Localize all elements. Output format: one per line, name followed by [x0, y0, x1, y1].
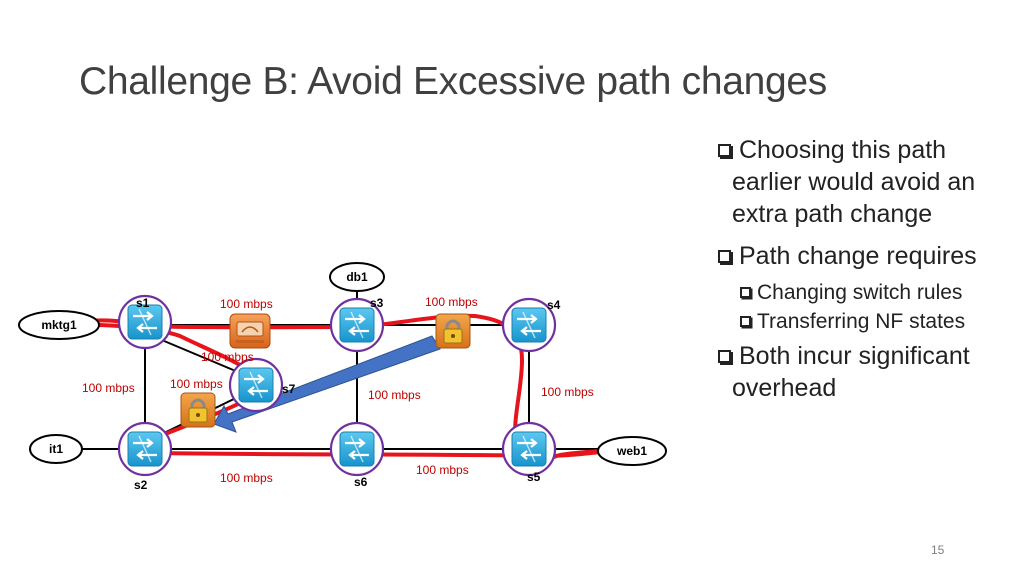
lock-nf-icon: [180, 392, 216, 428]
link-s1-s7: [156, 337, 239, 373]
slide-title: Challenge B: Avoid Excessive path change…: [79, 60, 827, 103]
sub-bullet-item: Transferring NF states: [700, 307, 1020, 336]
host-web1: web1: [597, 436, 667, 466]
bullet-list: Choosing this path earlier would avoid a…: [700, 134, 1020, 414]
link-label-s4-s5: 100 mbps: [541, 385, 594, 399]
svg-text:db1: db1: [346, 270, 368, 284]
bullet-item: Path change requires: [700, 240, 1020, 272]
bullet-item: Both incur significant overhead: [700, 340, 1020, 404]
svg-text:mktg1: mktg1: [41, 318, 77, 332]
checkbox-bullet-icon: [718, 250, 731, 263]
switch-label-s6: s6: [354, 475, 368, 489]
link-label-s6-s5: 100 mbps: [416, 463, 469, 477]
host-it1: it1: [29, 434, 83, 464]
firewall-icon: [229, 313, 271, 349]
link-label-s2-s6: 100 mbps: [220, 471, 273, 485]
switch-s6: [329, 421, 385, 477]
checkbox-bullet-icon: [740, 287, 751, 298]
checkbox-bullet-icon: [718, 350, 731, 363]
link-label-s3-s4: 100 mbps: [425, 295, 478, 309]
switch-s5: [501, 421, 557, 477]
svg-text:it1: it1: [49, 442, 63, 456]
bullet-item: Choosing this path earlier would avoid a…: [700, 134, 1020, 230]
switch-label-s7: s7: [282, 382, 296, 396]
link-label-s1-s3: 100 mbps: [220, 297, 273, 311]
lock-nf-icon: [435, 313, 471, 349]
switch-label-s3: s3: [370, 296, 384, 310]
switch-label-s4: s4: [547, 298, 561, 312]
path-change-arrow: [213, 335, 441, 433]
switch-s1: [117, 294, 173, 350]
link-label-s1-s7: 100 mbps: [201, 350, 254, 364]
checkbox-bullet-icon: [740, 316, 751, 327]
switch-label-s2: s2: [134, 478, 148, 492]
link-label-s1-s2: 100 mbps: [82, 381, 135, 395]
host-db1: db1: [329, 262, 385, 292]
switch-s7: [228, 357, 284, 413]
checkbox-bullet-icon: [718, 144, 731, 157]
link-label-s3-s6: 100 mbps: [368, 388, 421, 402]
sub-bullet-item: Changing switch rules: [700, 278, 1020, 307]
switch-s3: [329, 297, 385, 353]
host-mktg1: mktg1: [18, 310, 100, 340]
switch-label-s1: s1: [136, 296, 150, 310]
svg-text:web1: web1: [616, 444, 647, 458]
switch-s2: [117, 421, 173, 477]
switch-s4: [501, 297, 557, 353]
page-number: 15: [931, 543, 945, 557]
link-label-s2-s7: 100 mbps: [170, 377, 223, 391]
switch-label-s5: s5: [527, 470, 541, 484]
